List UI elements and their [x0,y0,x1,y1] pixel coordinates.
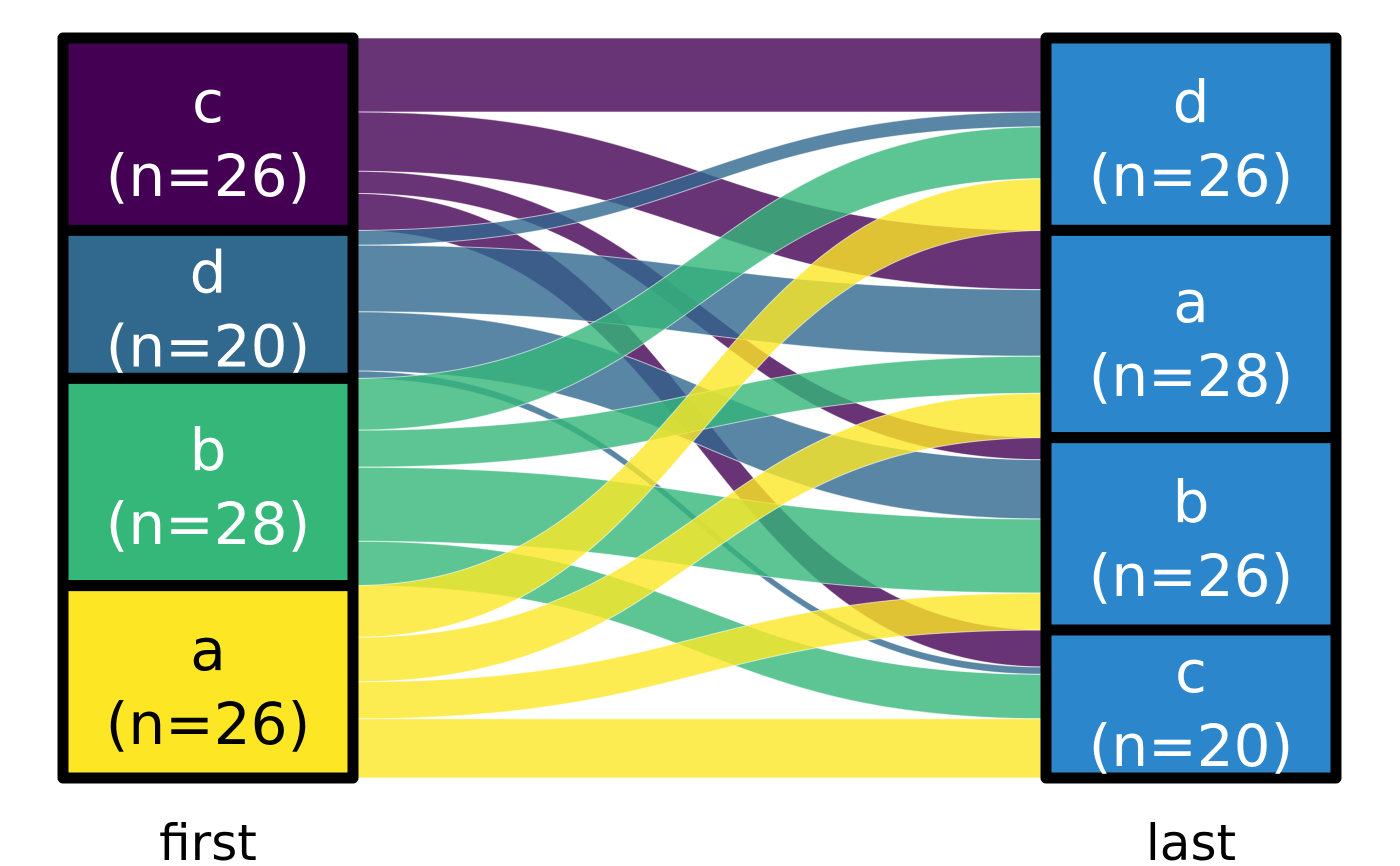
axis-label-first: first [159,814,257,866]
stratum-label: d [1173,68,1210,136]
stratum-box [57,224,359,384]
stratum-count: (n=26) [106,690,310,758]
stratum-count: (n=26) [106,142,310,210]
stratum-first-a: a(n=26) [57,580,359,784]
stratum-last-b: b(n=26) [1040,432,1342,636]
stratum-label: c [1175,638,1207,706]
stratum-first-b: b(n=28) [57,372,359,592]
strata-layer: c(n=26)d(n=20)b(n=28)a(n=26)d(n=26)a(n=2… [57,32,1342,784]
stratum-label: b [1173,468,1210,536]
stratum-box [57,580,359,784]
stratum-last-c: c(n=20) [1040,624,1342,784]
stratum-label: a [190,616,226,684]
stratum-label: b [190,416,227,484]
stratum-box [1040,224,1342,444]
stratum-box [57,372,359,592]
stratum-box [1040,432,1342,636]
stratum-count: (n=20) [1089,712,1293,780]
stratum-last-d: d(n=26) [1040,32,1342,236]
stratum-box [57,32,359,236]
stratum-count: (n=26) [1089,542,1293,610]
stratum-box [1040,32,1342,236]
flows-layer [352,37,1047,779]
stratum-count: (n=28) [1089,342,1293,410]
stratum-count: (n=20) [106,312,310,380]
stratum-label: d [190,238,227,306]
stratum-first-c: c(n=26) [57,32,359,236]
flow-c-to-d [352,37,1047,113]
flow-a-to-c [352,718,1047,779]
stratum-box [1040,624,1342,784]
axis-label-last: last [1146,814,1236,866]
stratum-count: (n=26) [1089,142,1293,210]
stratum-label: a [1173,268,1209,336]
stratum-label: c [192,68,224,136]
stratum-count: (n=28) [106,490,310,558]
stratum-last-a: a(n=28) [1040,224,1342,444]
stratum-first-d: d(n=20) [57,224,359,384]
